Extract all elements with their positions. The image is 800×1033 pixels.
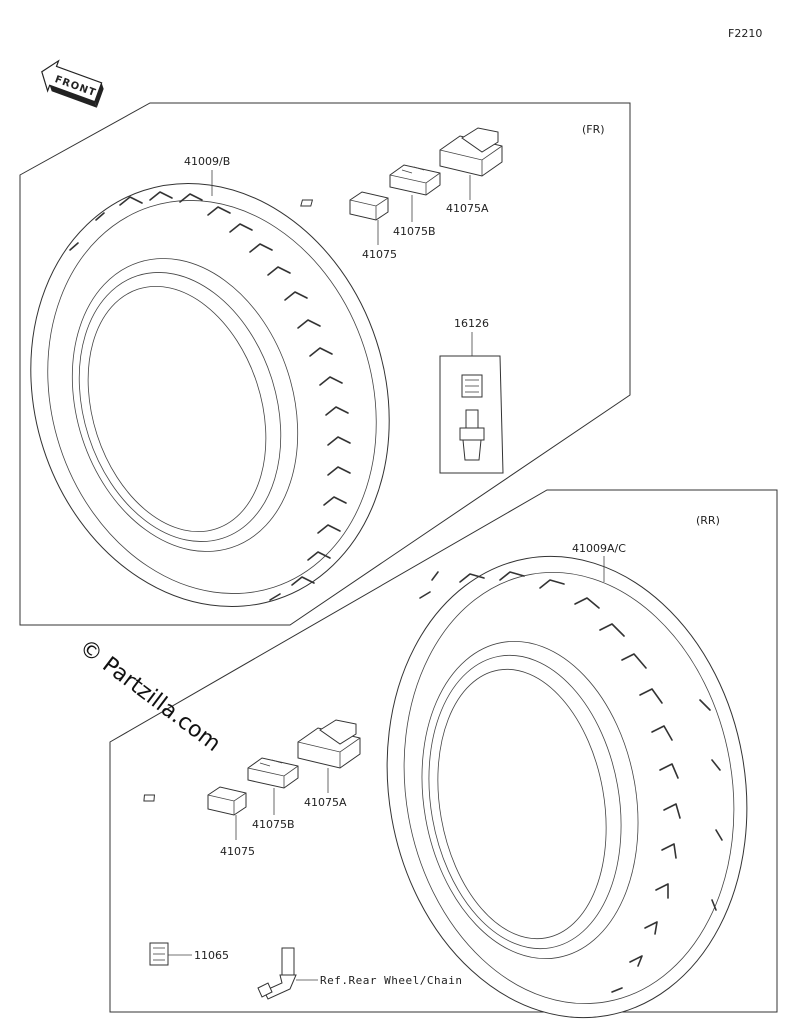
front-weight-41075B [389, 164, 441, 196]
front-weight-label-1: 41075 [362, 248, 397, 261]
rear-valve-cap-part-number: 11065 [194, 949, 229, 962]
rear-valve-reference: Ref.Rear Wheel/Chain [320, 974, 462, 987]
rear-weight-41075 [143, 786, 247, 816]
front-weight-label-2: 41075B [393, 225, 436, 238]
rear-weight-label-3: 41075A [304, 796, 347, 809]
front-tire-tread [69, 191, 351, 601]
rear-tire-part-number: 41009A/C [572, 542, 626, 555]
front-weight-label-3: 41075A [446, 202, 489, 215]
watermark: © Partzilla.com [74, 635, 225, 757]
rear-section-frame [109, 489, 778, 1013]
rear-tire [386, 555, 748, 1019]
rear-valve-cap [149, 942, 169, 966]
rear-weight-label-1: 41075 [220, 845, 255, 858]
rear-weight-label-2: 41075B [252, 818, 295, 831]
front-weight-41075A [439, 127, 503, 177]
rear-section-label: (RR) [696, 514, 720, 527]
rear-section: (RR) [109, 489, 778, 1019]
front-weight-41075 [300, 191, 389, 221]
rear-weight-41075A [297, 719, 361, 769]
front-section-label: (FR) [582, 123, 605, 136]
rear-weight-41075B [247, 757, 299, 789]
front-valve-kit [439, 355, 504, 474]
front-valve-kit-part-number: 16126 [454, 317, 489, 330]
front-arrow-icon: FRONT [41, 59, 104, 108]
figure-code: F2210 [728, 27, 762, 40]
front-section: (FR) [19, 102, 631, 626]
rear-tire-tread [419, 571, 723, 993]
rear-valve-stem [257, 947, 297, 1000]
front-tire-part-number: 41009/B [184, 155, 230, 168]
front-section-frame [19, 102, 631, 626]
front-tire [30, 182, 390, 608]
